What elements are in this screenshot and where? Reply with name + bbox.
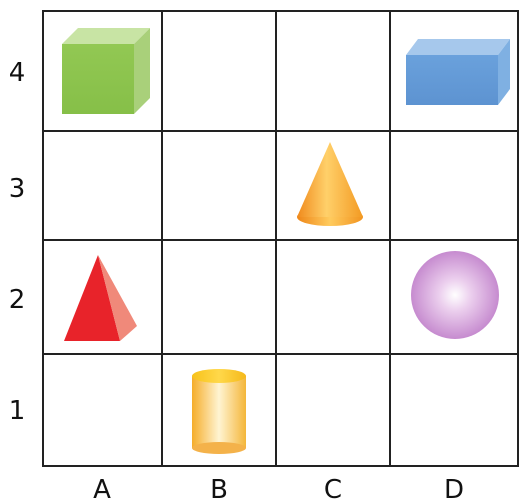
col-label-c: C: [313, 477, 353, 503]
sphere-icon: [411, 251, 499, 339]
col-label-d: D: [434, 477, 474, 503]
row-label-1: 1: [2, 398, 32, 424]
row-label-4: 4: [2, 60, 32, 86]
col-label-a: A: [82, 477, 122, 503]
col-label-b: B: [199, 477, 239, 503]
cube-icon: [62, 28, 150, 114]
row-label-3: 3: [2, 176, 32, 202]
cuboid-icon: [406, 39, 510, 105]
cylinder-icon: [192, 369, 246, 454]
row-label-2: 2: [2, 287, 32, 313]
